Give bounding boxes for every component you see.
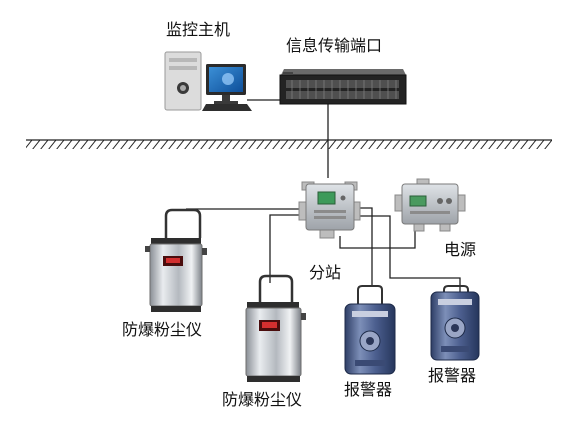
transmission-port-device-icon xyxy=(279,69,407,105)
power-supply-box-icon xyxy=(394,178,466,232)
alarm-1-label: 报警器 xyxy=(344,380,393,399)
dust-meter-2-icon xyxy=(245,274,306,382)
power-supply-label: 电源 xyxy=(444,240,477,259)
transmission-port-label: 信息传输端口 xyxy=(286,36,383,55)
ground-line xyxy=(26,139,552,149)
monitor-host-label: 监控主机 xyxy=(166,20,231,39)
dust-meter-2-label: 防爆粉尘仪 xyxy=(222,390,303,409)
alarm-1-icon xyxy=(344,285,396,375)
substation-label: 分站 xyxy=(309,263,342,282)
substation-box-icon xyxy=(298,181,361,239)
alarm-2-label: 报警器 xyxy=(428,366,477,385)
alarm-2-icon xyxy=(430,285,480,361)
dust-meter-1-icon xyxy=(145,208,207,312)
dust-meter-1-label: 防爆粉尘仪 xyxy=(122,320,203,339)
monitor-host-computer-icon xyxy=(164,51,252,111)
